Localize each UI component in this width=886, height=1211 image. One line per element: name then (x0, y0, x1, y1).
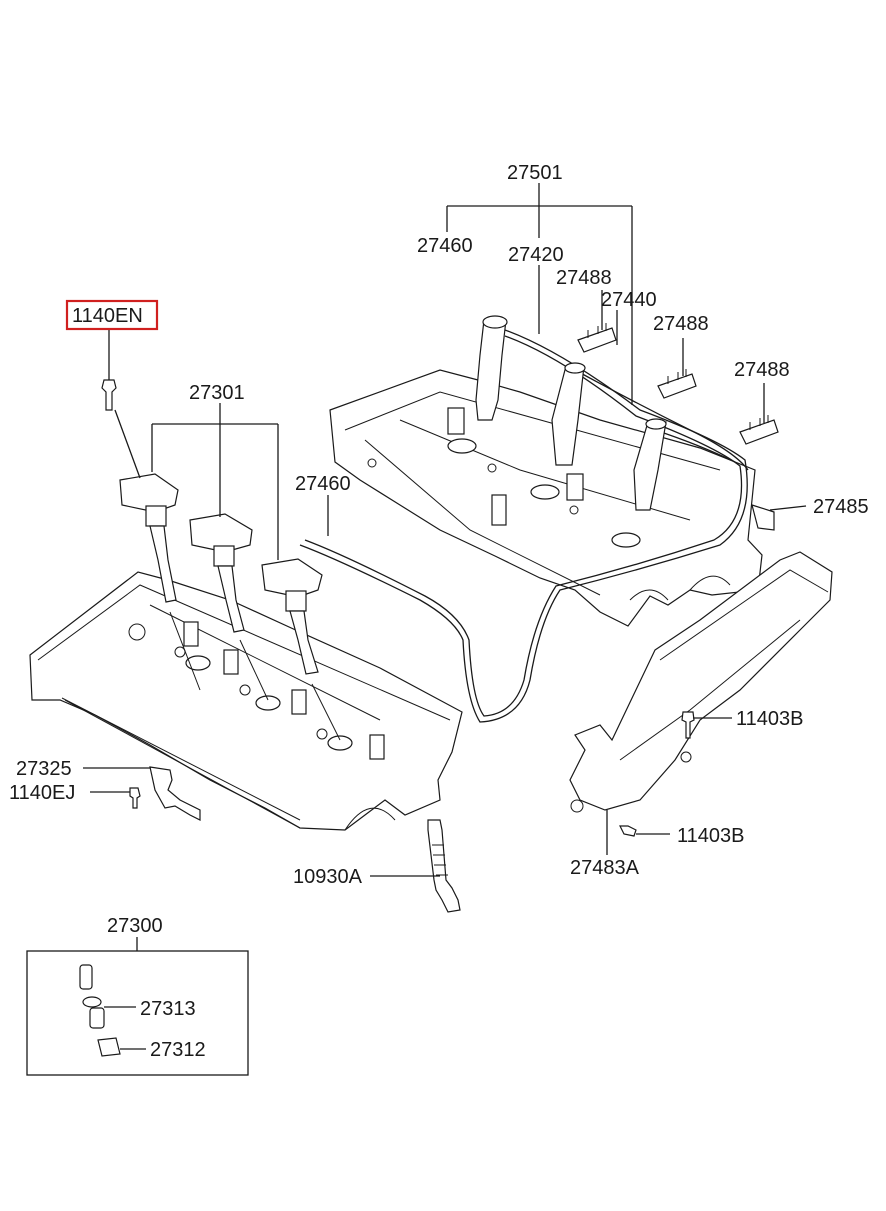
label-27483A[interactable]: 27483A (570, 857, 640, 879)
ignition-coils (119, 473, 323, 675)
label-1140EN[interactable]: 1140EN (72, 305, 143, 327)
label-27300[interactable]: 27300 (107, 915, 163, 937)
leader-lines (83, 183, 807, 1050)
label-27488-b[interactable]: 27488 (653, 313, 709, 335)
label-27485[interactable]: 27485 (813, 496, 869, 518)
highlight-box (65, 299, 159, 331)
ignition-cable-set (299, 315, 749, 723)
cable-bracket (569, 551, 833, 813)
label-27488-a[interactable]: 27488 (556, 267, 612, 289)
label-11403B-a[interactable]: 11403B (736, 708, 803, 730)
front-valve-cover (29, 571, 463, 831)
label-27488-c[interactable]: 27488 (734, 359, 790, 381)
label-10930A[interactable]: 10930A (293, 866, 363, 888)
coil-kit-inset (26, 950, 249, 1076)
rear-valve-cover (329, 369, 763, 627)
label-1140EJ[interactable]: 1140EJ (9, 782, 75, 804)
cable-clamps (577, 323, 779, 531)
bolts (101, 379, 695, 837)
label-27301[interactable]: 27301 (189, 382, 245, 404)
label-27460-top[interactable]: 27460 (417, 235, 473, 257)
label-27312[interactable]: 27312 (150, 1039, 206, 1061)
label-27420[interactable]: 27420 (508, 244, 564, 266)
label-11403B-b[interactable]: 11403B (677, 825, 744, 847)
spark-plug (427, 819, 461, 913)
label-27325[interactable]: 27325 (16, 758, 72, 780)
label-27313[interactable]: 27313 (140, 998, 196, 1020)
label-27460-mid[interactable]: 27460 (295, 473, 351, 495)
label-27501[interactable]: 27501 (507, 162, 563, 184)
label-27440[interactable]: 27440 (601, 289, 657, 311)
